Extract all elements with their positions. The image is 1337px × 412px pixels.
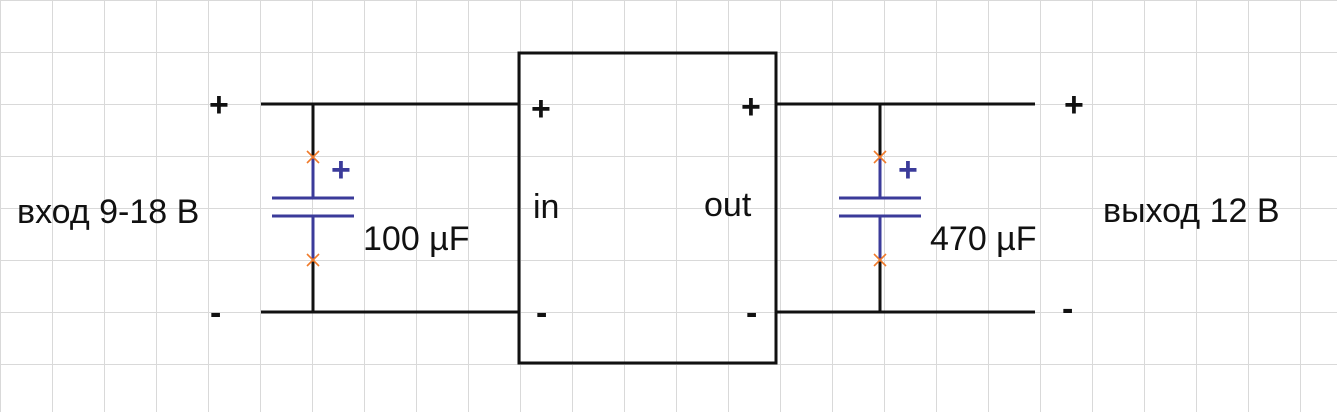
regulator-block [517, 51, 778, 365]
output-minus-sign: - [1062, 290, 1074, 328]
regulator-in-minus: - [536, 294, 548, 332]
regulator-in-label: in [533, 188, 560, 226]
output-capacitor-value: 470 µF [930, 220, 1037, 258]
output-plus-sign: + [1064, 86, 1084, 124]
regulator-in-plus: + [531, 90, 551, 128]
input-capacitor-value: 100 µF [363, 220, 470, 258]
input-voltage-label: вход 9-18 В [17, 193, 200, 231]
input-capacitor [272, 104, 354, 312]
output-capacitor [839, 104, 921, 312]
regulator-out-label: out [704, 186, 752, 224]
input-minus-sign: - [210, 294, 222, 332]
regulator-out-plus: + [741, 88, 761, 126]
output-voltage-label: выход 12 В [1103, 192, 1280, 230]
input-plus-sign: + [209, 86, 229, 124]
regulator-out-minus: - [746, 294, 758, 332]
input-capacitor-polarity: + [331, 151, 351, 189]
output-capacitor-polarity: + [898, 151, 918, 189]
